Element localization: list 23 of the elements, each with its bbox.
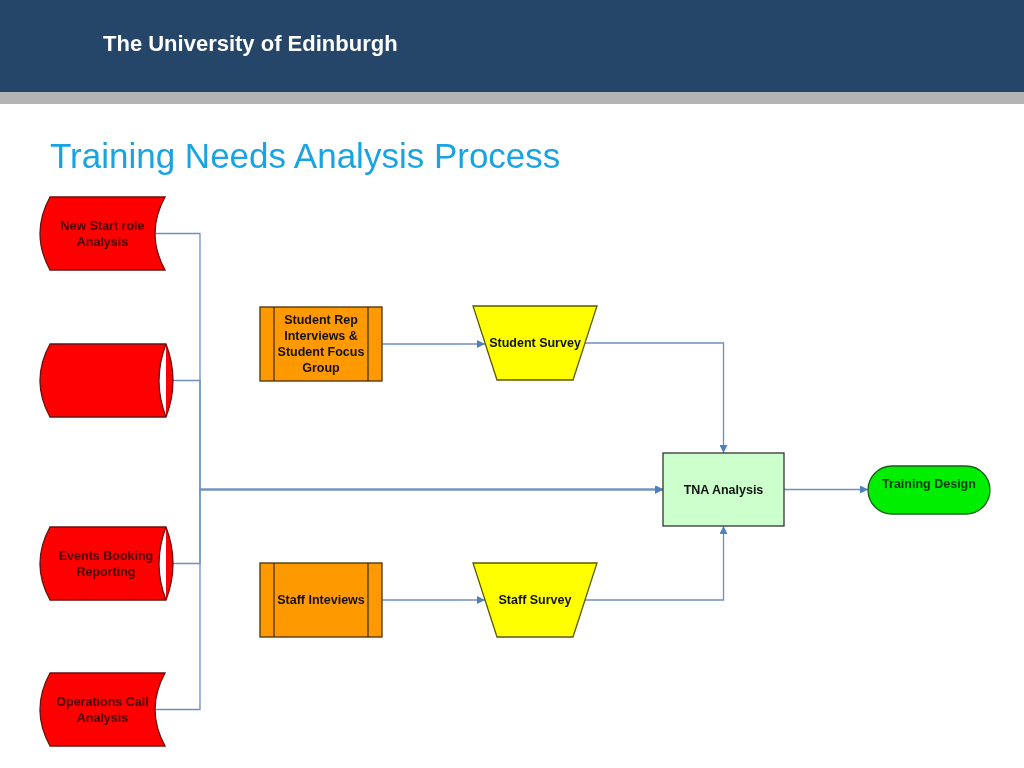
node-label: Events Booking Reporting <box>57 547 155 580</box>
header-text: The University of Edinburgh <box>103 31 398 57</box>
survey-trapezoid <box>473 306 597 380</box>
node-label: Training Design <box>882 476 976 492</box>
terminator-shape <box>868 466 990 514</box>
process-box <box>663 453 784 526</box>
slide-title: Training Needs Analysis Process <box>50 136 561 176</box>
stored-data-shape <box>40 673 165 746</box>
data-storage-shape <box>40 527 172 600</box>
connector-arrow <box>584 525 728 601</box>
stored-data-shape <box>40 197 165 270</box>
process-box <box>260 307 382 381</box>
process-box <box>260 563 382 637</box>
node-label: Staff Survey <box>498 592 572 608</box>
node-label: Staff Inteviews <box>277 592 365 608</box>
data-storage-shape <box>40 344 172 417</box>
node-label: Operations Call Analysis <box>55 693 150 726</box>
node-label: Student Rep Interviews & Student Focus Group <box>276 312 366 376</box>
survey-trapezoid <box>473 563 597 637</box>
node-label: Student Survey <box>489 335 581 351</box>
node-label: New Start role Analysis <box>59 217 146 250</box>
node-label: TNA Analysis <box>683 481 764 498</box>
connector-arrow <box>584 342 728 454</box>
